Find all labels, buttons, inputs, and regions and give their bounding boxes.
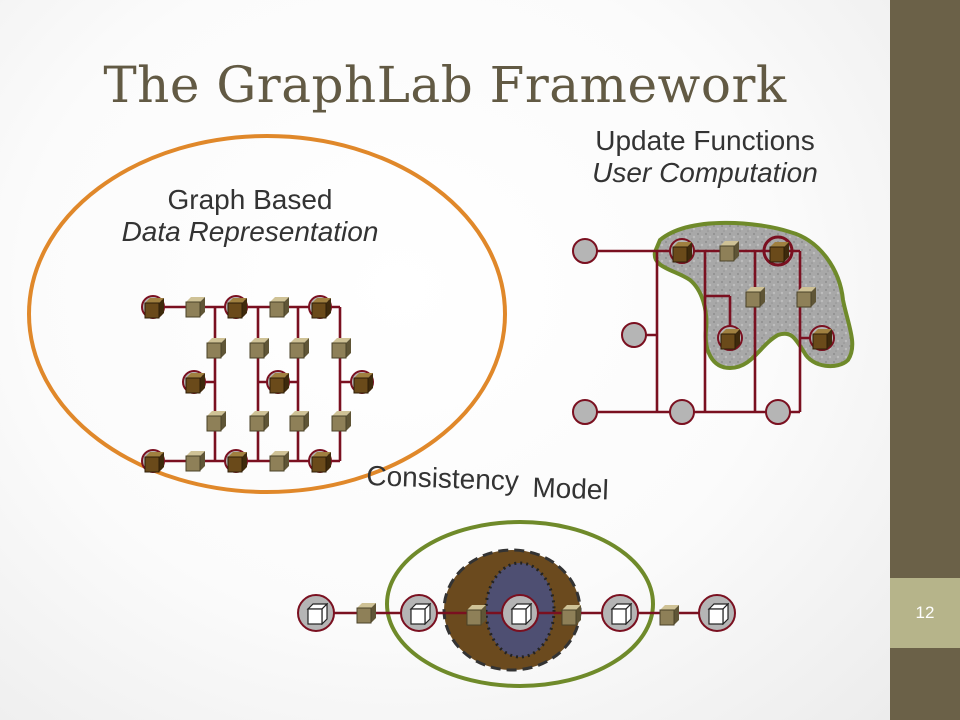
graph-based-label: Graph Based Data Representation bbox=[70, 184, 430, 248]
user-computation-subheading: User Computation bbox=[592, 157, 818, 188]
framework-diagram bbox=[27, 134, 855, 688]
graph-based-heading: Graph Based bbox=[167, 184, 333, 215]
update-functions-heading: Update Functions bbox=[595, 125, 815, 156]
orange-ellipse bbox=[27, 134, 507, 494]
update-functions-label: Update Functions User Computation bbox=[545, 125, 865, 189]
slide-title: The GraphLab Framework bbox=[103, 56, 787, 114]
page-number: 12 bbox=[915, 603, 935, 622]
green-ellipse bbox=[385, 520, 655, 688]
data-representation-subheading: Data Representation bbox=[121, 216, 379, 247]
consistency-word: Consistency bbox=[365, 460, 520, 497]
model-word: Model bbox=[531, 471, 610, 506]
page-number-badge: 12 bbox=[890, 578, 960, 648]
consistency-cubes bbox=[307, 602, 729, 626]
